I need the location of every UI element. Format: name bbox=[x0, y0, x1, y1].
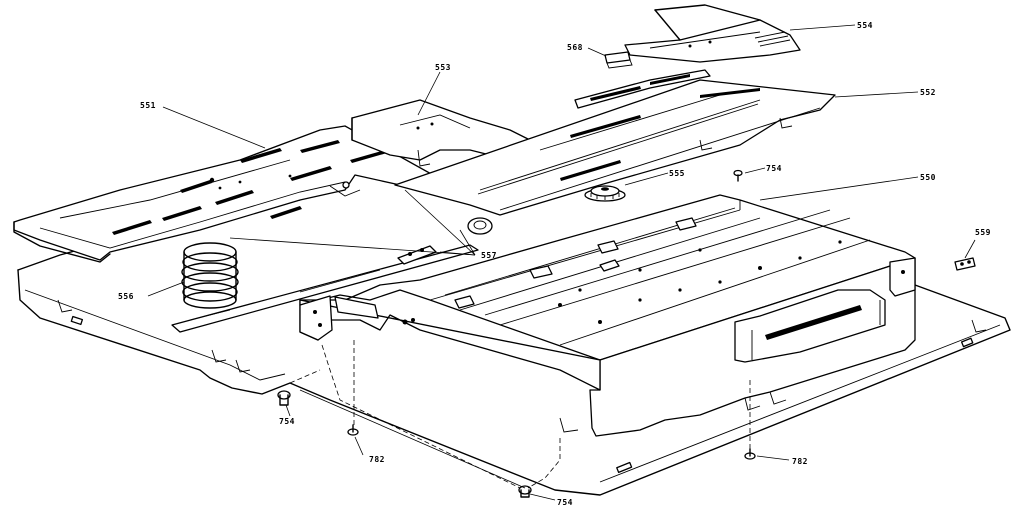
tab-568 bbox=[604, 51, 633, 69]
callout-754-left: 754 bbox=[279, 417, 295, 426]
callout-550: 550 bbox=[920, 173, 936, 182]
bracket-553 bbox=[351, 99, 531, 167]
slider-strip bbox=[574, 69, 711, 109]
assembly-lines bbox=[289, 340, 751, 489]
leader-lines bbox=[147, 24, 976, 501]
rail-552 bbox=[394, 79, 836, 216]
callout-555: 555 bbox=[669, 169, 685, 178]
callout-labels: 551 553 554 568 552 555 754 550 559 557 … bbox=[118, 21, 991, 507]
tray-551 bbox=[13, 125, 461, 263]
callout-556: 556 bbox=[118, 292, 134, 301]
spring-556 bbox=[181, 242, 239, 309]
callout-754-top: 754 bbox=[766, 164, 782, 173]
callout-559: 559 bbox=[975, 228, 991, 237]
callout-557: 557 bbox=[481, 251, 497, 260]
screw-754-left bbox=[277, 390, 291, 406]
screw-782-right bbox=[744, 448, 756, 460]
callout-554: 554 bbox=[857, 21, 873, 30]
callout-782-right: 782 bbox=[792, 457, 808, 466]
spool-555 bbox=[584, 185, 626, 202]
screw-782-left bbox=[347, 424, 359, 436]
callout-553: 553 bbox=[435, 63, 451, 72]
chassis-550 bbox=[299, 194, 916, 437]
callout-552: 552 bbox=[920, 88, 936, 97]
screw-754-top bbox=[733, 169, 743, 182]
callout-551: 551 bbox=[140, 101, 156, 110]
guide-bar bbox=[171, 244, 479, 333]
clip-559 bbox=[954, 257, 976, 271]
callout-754-bottom: 754 bbox=[557, 498, 573, 507]
top-cover-554 bbox=[624, 4, 801, 63]
base-plate bbox=[17, 199, 1011, 496]
callout-782-left: 782 bbox=[369, 455, 385, 464]
callout-568: 568 bbox=[567, 43, 583, 52]
